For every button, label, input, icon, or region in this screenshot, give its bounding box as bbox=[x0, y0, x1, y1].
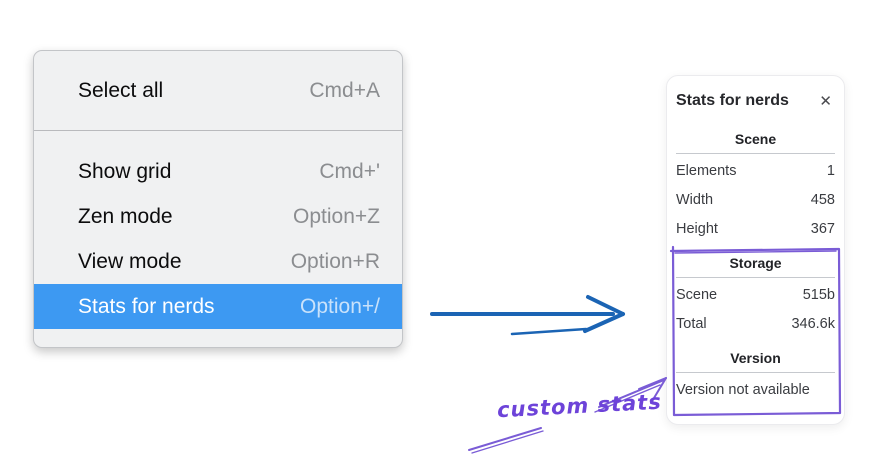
stat-label: Scene bbox=[676, 287, 718, 303]
stats-section-storage: Storage Scene 515b Total 346.6k bbox=[676, 250, 835, 339]
menu-item-select-all[interactable]: Select all Cmd+A bbox=[34, 68, 402, 113]
menu-item-label: Select all bbox=[78, 78, 164, 102]
menu-item-shortcut: Option+/ bbox=[300, 294, 380, 318]
stat-value: 346.6k bbox=[791, 316, 835, 332]
stat-label: Height bbox=[676, 221, 718, 237]
section-heading: Storage bbox=[729, 255, 782, 271]
stats-panel-header: Stats for nerds ✕ bbox=[676, 89, 835, 113]
stats-section-scene: Scene Elements 1 Width 458 Height 367 bbox=[676, 126, 835, 244]
arrow-menu-to-panel bbox=[430, 295, 625, 336]
custom-stats-annotation: custom stats bbox=[496, 389, 663, 423]
menu-item-label: View mode bbox=[78, 249, 182, 273]
menu-item-label: Stats for nerds bbox=[78, 294, 215, 318]
section-divider bbox=[676, 372, 835, 373]
menu-item-stats-for-nerds[interactable]: Stats for nerds Option+/ bbox=[34, 284, 402, 329]
menu-divider bbox=[34, 130, 402, 131]
stat-label: Total bbox=[676, 316, 707, 332]
stat-label: Elements bbox=[676, 163, 737, 179]
stat-row-scene-size: Scene 515b bbox=[676, 281, 835, 310]
section-heading: Version bbox=[730, 350, 781, 366]
menu-item-shortcut: Cmd+' bbox=[319, 159, 380, 183]
stat-row-height: Height 367 bbox=[676, 215, 835, 244]
stat-value: 458 bbox=[810, 192, 835, 208]
menu-group-top: Select all Cmd+A bbox=[34, 51, 402, 130]
stat-row-width: Width 458 bbox=[676, 186, 835, 215]
section-heading: Scene bbox=[734, 131, 777, 147]
menu-item-zen-mode[interactable]: Zen mode Option+Z bbox=[34, 194, 402, 239]
section-divider bbox=[676, 277, 835, 278]
close-icon[interactable]: ✕ bbox=[819, 92, 832, 110]
menu-item-view-mode[interactable]: View mode Option+R bbox=[34, 239, 402, 284]
menu-item-shortcut: Option+R bbox=[290, 249, 380, 273]
stat-row-elements: Elements 1 bbox=[676, 157, 835, 186]
stat-value: 1 bbox=[826, 163, 835, 179]
section-divider bbox=[676, 153, 835, 154]
stat-label: Width bbox=[676, 192, 714, 208]
stat-row-total-size: Total 346.6k bbox=[676, 310, 835, 339]
menu-item-shortcut: Option+Z bbox=[293, 204, 380, 228]
stat-value: 367 bbox=[810, 221, 835, 237]
version-note: Version not available bbox=[676, 382, 810, 398]
menu-item-label: Show grid bbox=[78, 159, 172, 183]
menu-group-bottom: Show grid Cmd+' Zen mode Option+Z View m… bbox=[34, 131, 402, 347]
stats-section-version: Version Version not available bbox=[676, 345, 835, 405]
menu-item-label: Zen mode bbox=[78, 204, 173, 228]
stats-panel-title: Stats for nerds bbox=[676, 92, 789, 109]
menu-item-show-grid[interactable]: Show grid Cmd+' bbox=[34, 149, 402, 194]
stats-panel: Stats for nerds ✕ Scene Elements 1 Width… bbox=[666, 75, 845, 425]
context-menu: Select all Cmd+A Show grid Cmd+' Zen mod… bbox=[33, 50, 403, 348]
stat-value: 515b bbox=[802, 287, 835, 303]
menu-item-shortcut: Cmd+A bbox=[309, 78, 380, 102]
